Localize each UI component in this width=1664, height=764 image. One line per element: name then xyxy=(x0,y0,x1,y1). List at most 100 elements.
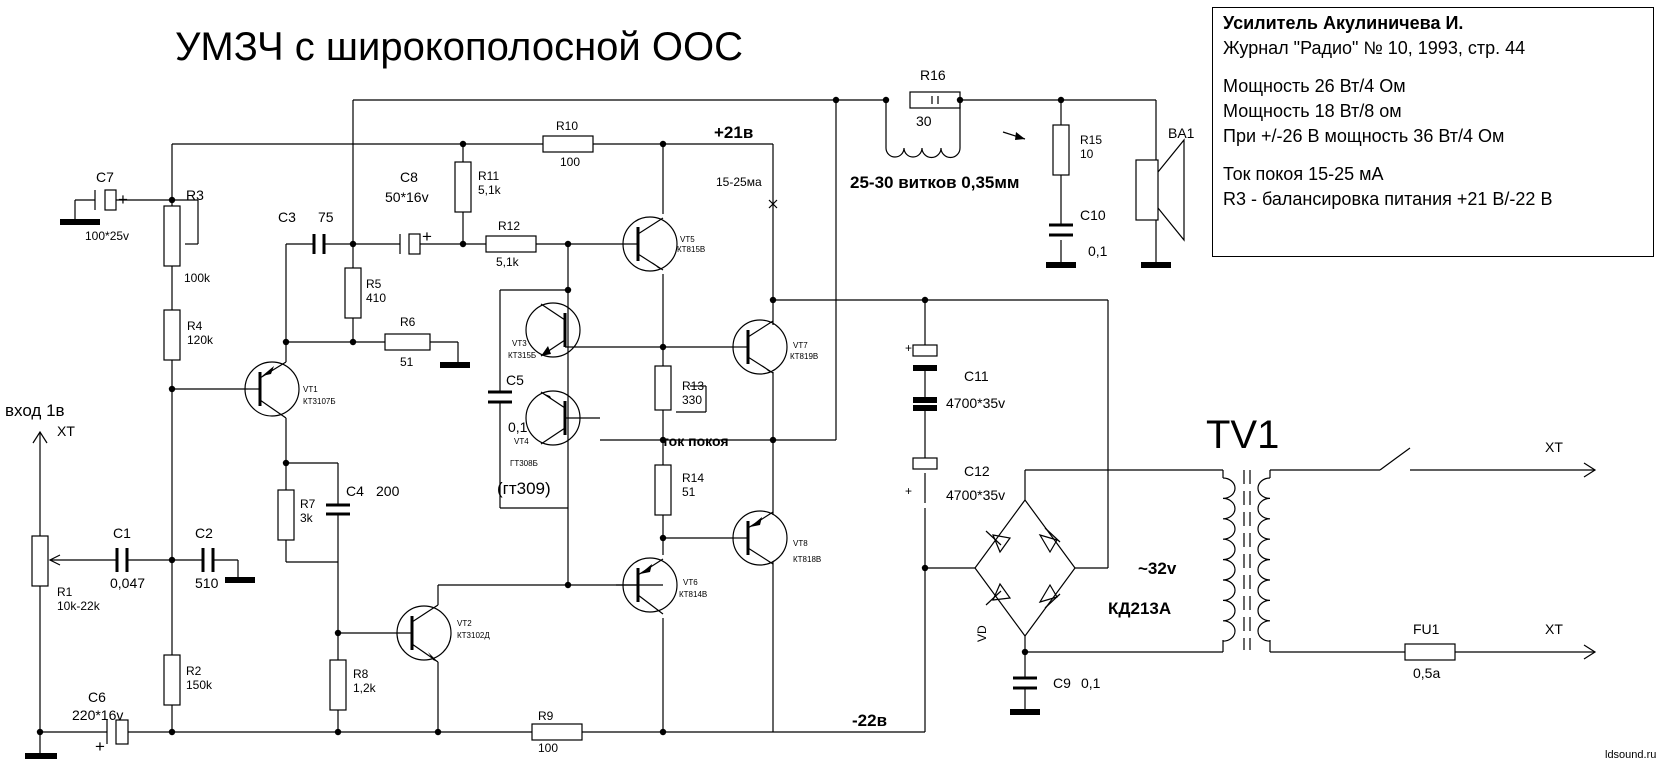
component-label: КТ3107Б xyxy=(303,397,336,406)
component-label: 75 xyxy=(318,209,334,225)
component-label: КТ814В xyxy=(679,590,707,599)
component-label: C12 xyxy=(964,463,990,479)
component-label: C6 xyxy=(88,689,106,705)
component-label: VT7 xyxy=(793,341,808,350)
component-label: R1 xyxy=(57,585,73,599)
component-label: R13 xyxy=(682,379,704,393)
component-label: КТ815В xyxy=(677,245,705,254)
r4-resistor xyxy=(163,309,181,361)
component-label: 220*16v xyxy=(72,707,123,723)
info-power-3: При +/-26 В мощность 36 Вт/4 Ом xyxy=(1223,126,1505,146)
info-power-2: Мощность 18 Вт/8 ом xyxy=(1223,101,1402,121)
component-label: 410 xyxy=(366,291,386,305)
component-label: 1,2k xyxy=(353,681,377,695)
component-label: КТ819В xyxy=(790,352,818,361)
component-label: R12 xyxy=(498,219,520,233)
component-label: 0,047 xyxy=(110,575,145,591)
component-label: КТ315Б xyxy=(508,351,536,360)
component-label: VT8 xyxy=(793,539,808,548)
component-label: R11 xyxy=(478,169,499,183)
component-label: VT6 xyxy=(683,578,698,587)
component-label: R2 xyxy=(186,664,202,678)
r1-wiper-arrow xyxy=(48,554,61,566)
component-label: 100 xyxy=(538,741,558,755)
component-label: вход 1в xyxy=(5,401,65,420)
component-label: BA1 xyxy=(1168,125,1195,141)
resistors xyxy=(31,91,1070,741)
junction-dots xyxy=(36,96,1065,736)
speaker-icon xyxy=(1135,138,1185,242)
component-label: 3k xyxy=(300,511,314,525)
capacitors xyxy=(94,189,1073,745)
ground-symbols xyxy=(25,200,1171,759)
component-label: -22в xyxy=(852,711,887,730)
component-label: VT2 xyxy=(457,619,472,628)
component-label: 5,1k xyxy=(496,255,520,269)
r13-resistor xyxy=(654,365,672,411)
vt4-transistor xyxy=(525,390,600,446)
svg-text:+: + xyxy=(905,341,912,355)
r3-resistor xyxy=(163,205,181,267)
component-label: 15-25ма xyxy=(716,175,762,189)
component-label: C5 xyxy=(506,372,524,388)
component-label: C3 xyxy=(278,209,296,225)
component-label: 100*25v xyxy=(85,229,129,243)
r1-resistor xyxy=(31,535,49,587)
component-label: 200 xyxy=(376,483,400,499)
vt3-transistor xyxy=(525,302,600,358)
component-label: 150k xyxy=(186,678,213,692)
info-box: Усилитель Акулиничева И. Журнал "Радио" … xyxy=(1212,7,1654,257)
component-label: КТ3102Д xyxy=(457,631,490,640)
component-label: VT3 xyxy=(512,339,527,348)
component-label: 120k xyxy=(187,333,214,347)
r10-resistor xyxy=(542,135,594,153)
component-label: КТ818В xyxy=(793,555,821,564)
component-label: 100 xyxy=(560,155,580,169)
component-label: 0,1 xyxy=(508,419,528,435)
transformer-tv1 xyxy=(1222,470,1271,650)
component-label: 51 xyxy=(682,485,696,499)
r8-resistor xyxy=(329,659,347,711)
component-label: XT xyxy=(1545,621,1563,637)
component-label: 330 xyxy=(682,393,702,407)
r7-resistor xyxy=(277,489,295,541)
vt5-transistor xyxy=(616,216,678,272)
r5-resistor xyxy=(344,267,362,319)
component-label: 4700*35v xyxy=(946,487,1005,503)
component-label: КД213А xyxy=(1108,599,1171,618)
polarity-marks: + + + + + xyxy=(95,190,912,756)
component-label: R8 xyxy=(353,667,369,681)
component-label: R10 xyxy=(556,119,578,133)
component-label: C11 xyxy=(964,368,989,384)
vt8-transistor xyxy=(732,510,788,566)
component-label: FU1 xyxy=(1413,621,1440,637)
component-label: 4700*35v xyxy=(946,395,1005,411)
component-label: R4 xyxy=(187,319,203,333)
component-label: VT4 xyxy=(514,437,529,446)
svg-text:+: + xyxy=(95,737,105,756)
svg-text:+: + xyxy=(118,190,128,209)
r6-resistor xyxy=(384,333,431,351)
component-label: C9 xyxy=(1053,675,1071,691)
component-label: R7 xyxy=(300,497,316,511)
fuse-fu1 xyxy=(1404,643,1456,661)
vt7-transistor xyxy=(732,319,788,375)
component-label: ток покоя xyxy=(662,433,729,449)
transistors xyxy=(244,216,788,663)
component-label: 100k xyxy=(184,271,211,285)
component-label: C8 xyxy=(400,169,418,185)
info-idle-current: Ток покоя 15-25 мА xyxy=(1223,164,1384,184)
component-label: R6 xyxy=(400,315,416,329)
component-label: (гт309) xyxy=(497,479,551,498)
component-label: ГТ308Б xyxy=(510,459,538,468)
info-title: Усилитель Акулиничева И. xyxy=(1223,13,1464,33)
component-label: 10k-22k xyxy=(57,599,101,613)
info-power-1: Мощность 26 Вт/4 Ом xyxy=(1223,76,1406,96)
mains-connectors xyxy=(1583,462,1597,660)
component-label: R15 xyxy=(1080,133,1102,147)
component-label: R3 xyxy=(186,187,204,203)
svg-text:+: + xyxy=(905,484,912,498)
component-label: C4 xyxy=(346,483,364,499)
vt2-transistor xyxy=(396,604,452,663)
component-label: R16 xyxy=(920,67,946,83)
